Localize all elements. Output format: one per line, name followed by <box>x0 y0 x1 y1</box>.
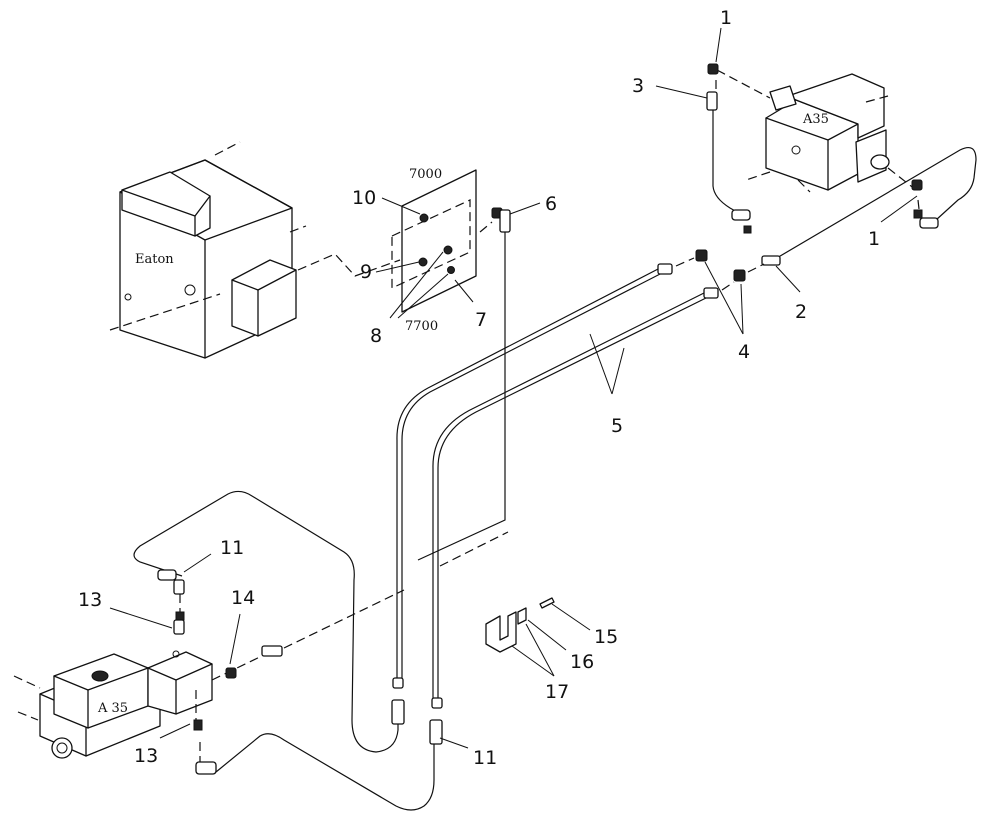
a35-top-label: A35 <box>802 112 829 127</box>
callout-10: 10 <box>352 187 376 209</box>
eaton-label: Eaton <box>135 252 174 267</box>
tube-ends-bottom <box>391 677 443 745</box>
leader-lines <box>109 27 918 749</box>
valve-label-7700: 7700 <box>405 319 438 334</box>
fittings-top-right <box>706 63 939 266</box>
callout-11: 11 <box>220 537 244 559</box>
a35-cylinder-top <box>765 73 890 191</box>
callout-13: 13 <box>134 745 158 767</box>
callout-11: 11 <box>473 747 497 769</box>
callout-1: 1 <box>720 7 732 29</box>
callout-numbers: 1 3 1 2 6 10 9 8 7 4 5 11 13 14 13 11 15… <box>78 7 880 769</box>
callout-13: 13 <box>78 589 102 611</box>
callout-6: 6 <box>545 193 557 215</box>
callout-14: 14 <box>231 587 255 609</box>
callout-17: 17 <box>545 681 569 703</box>
callout-3: 3 <box>632 75 644 97</box>
a35-bottom-label: A 35 <box>97 701 128 716</box>
tube-fittings-4 <box>657 249 746 299</box>
callout-16: 16 <box>570 651 594 673</box>
fitting-6 <box>491 207 511 233</box>
callout-2: 2 <box>795 301 807 323</box>
callout-7: 7 <box>475 309 487 331</box>
callout-8: 8 <box>370 325 382 347</box>
callout-5: 5 <box>611 415 623 437</box>
eaton-pump <box>119 159 297 359</box>
callout-1: 1 <box>868 228 880 250</box>
callout-9: 9 <box>360 261 372 283</box>
steel-tubes <box>396 267 711 700</box>
fittings-bottom-left <box>157 569 283 775</box>
callout-15: 15 <box>594 626 618 648</box>
valve-label-7000: 7000 <box>409 167 442 182</box>
bracket-kit <box>485 597 555 653</box>
callout-4: 4 <box>738 341 750 363</box>
